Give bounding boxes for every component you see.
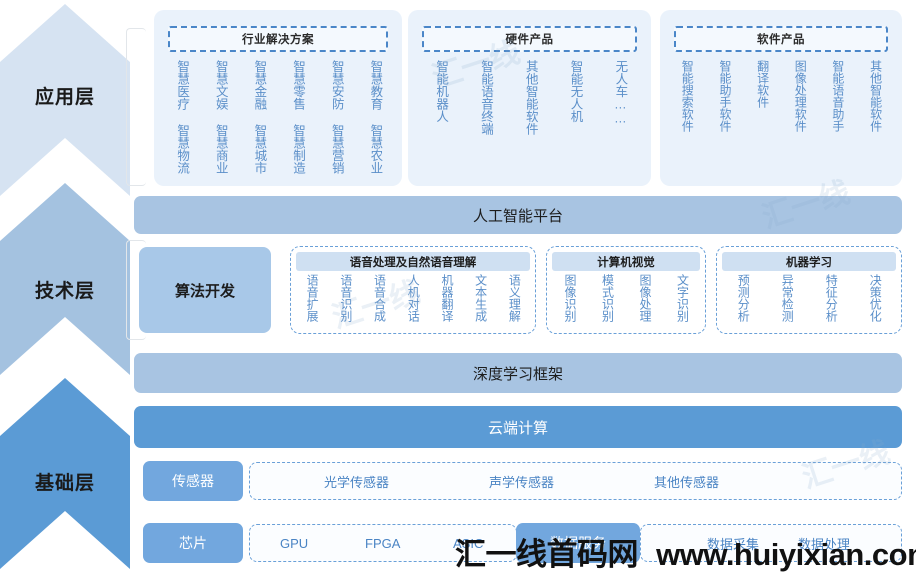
tech-item: 异常检测 [780,274,795,322]
tech-item: 图像识别 [563,274,578,322]
layer-chevron-technology [0,183,130,375]
app-card-hardware-products[interactable]: 硬件产品 无人车…… 智能无人机 其他智能软件 智能语音终端 智能机器人 [408,10,651,186]
tech-item: 文字识别 [675,274,690,322]
app-item: 智能搜索软件 [680,60,695,132]
layer-chevron-foundation [0,378,130,569]
app-item: 智慧零售 智慧制造 [291,60,306,174]
sensor-option[interactable]: 其他传感器 [654,474,720,490]
chip-option[interactable]: FPGA [365,535,401,551]
app-item: 无人车…… [613,60,628,126]
tech-group-title-machine-learning: 机器学习 [722,252,896,271]
app-item: 智能无人机 [568,60,583,123]
app-card-items-software-products: 其他智能软件 智能语音助手 图像处理软件 翻译软件 智能助手软件 智能搜索软件 [668,60,894,180]
layer-chevron-application [0,4,130,196]
app-item: 图像处理软件 [793,60,808,132]
chip-options-row[interactable]: GPU FPGA ASIC [249,524,517,562]
tech-group-machine-learning[interactable]: 机器学习 决策优化 特征分析 异常检测 预测分析 [716,246,902,334]
tech-group-items-nlp: 语义理解 文本生成 机器翻译 人机对话 语音合成 语音识别 语音扩展 [295,274,531,329]
tech-item: 语音扩展 [305,274,320,322]
app-item: 智能助手软件 [717,60,732,132]
sensor-options-row[interactable]: 光学传感器 声学传感器 其他传感器 [249,462,902,500]
tech-item: 预测分析 [736,274,751,322]
chip-option[interactable]: GPU [280,535,309,551]
sensor-tag[interactable]: 传感器 [143,461,243,501]
app-item: 智慧医疗 智慧物流 [175,60,190,174]
app-card-title-hardware-products: 硬件产品 [422,26,637,52]
app-item: 智慧文娱 智慧商业 [213,60,228,174]
tech-item: 决策优化 [868,274,883,322]
tech-group-items-machine-learning: 决策优化 特征分析 异常检测 预测分析 [721,274,897,329]
tech-group-items-computer-vision: 文字识别 图像处理 模式识别 图像识别 [551,274,701,329]
tech-group-title-computer-vision: 计算机视觉 [552,252,700,271]
tech-item: 特征分析 [824,274,839,322]
app-item: 翻译软件 [755,60,770,108]
tech-group-computer-vision[interactable]: 计算机视觉 文字识别 图像处理 模式识别 图像识别 [546,246,706,334]
app-item: 其他智能软件 [868,60,883,132]
app-frame-connector [126,28,146,186]
app-item: 智能机器人 [434,60,449,123]
tech-item: 人机对话 [406,274,421,322]
tech-item: 图像处理 [638,274,653,322]
tech-item: 机器翻译 [439,274,454,322]
layer-rail: 应用层 技术层 基础层 [0,0,130,569]
algorithm-development-box[interactable]: 算法开发 [139,247,271,333]
tech-item: 文本生成 [473,274,488,322]
app-item: 其他智能软件 [523,60,538,135]
sensor-option[interactable]: 光学传感器 [324,474,390,490]
app-card-items-hardware-products: 无人车…… 智能无人机 其他智能软件 智能语音终端 智能机器人 [418,60,642,180]
app-card-industry-solutions[interactable]: 行业解决方案 智慧教育 智慧农业 智慧安防 智慧营销 智慧零售 智慧制造 智慧金… [154,10,402,186]
tech-group-nlp[interactable]: 语音处理及自然语音理解 语义理解 文本生成 机器翻译 人机对话 语音合成 语音识… [290,246,536,334]
tech-group-title-nlp: 语音处理及自然语音理解 [296,252,530,271]
app-item: 智慧教育 智慧农业 [368,60,383,174]
tech-item: 语音合成 [372,274,387,322]
app-item: 智慧安防 智慧营销 [329,60,344,174]
tech-item: 语音识别 [338,274,353,322]
app-card-software-products[interactable]: 软件产品 其他智能软件 智能语音助手 图像处理软件 翻译软件 智能助手软件 智能… [660,10,902,186]
data-service-option[interactable]: 数据处理 [798,536,851,552]
app-card-title-software-products: 软件产品 [674,26,888,52]
app-card-items-industry-solutions: 智慧教育 智慧农业 智慧安防 智慧营销 智慧零售 智慧制造 智慧金融 智慧城市 … [162,60,394,180]
chip-tag[interactable]: 芯片 [143,523,243,563]
app-card-title-industry-solutions: 行业解决方案 [168,26,388,52]
data-service-option[interactable]: 数据采集 [707,536,760,552]
tech-frame-connector [126,240,146,340]
deep-learning-framework-bar[interactable]: 深度学习框架 [134,353,902,393]
cloud-computing-bar[interactable]: 云端计算 [134,406,902,448]
app-item: 智能语音助手 [830,60,845,132]
app-item: 智能语音终端 [478,60,493,135]
data-service-options-row[interactable]: 数据采集 数据处理 [640,524,902,562]
tech-item: 模式识别 [600,274,615,322]
ai-platform-bar[interactable]: 人工智能平台 [134,196,902,234]
tech-item: 语义理解 [507,274,522,322]
chip-option[interactable]: ASIC [453,535,484,551]
app-item: 智慧金融 智慧城市 [252,60,267,174]
data-service-tag[interactable]: 数据服务 [516,523,640,563]
sensor-option[interactable]: 声学传感器 [489,474,555,490]
